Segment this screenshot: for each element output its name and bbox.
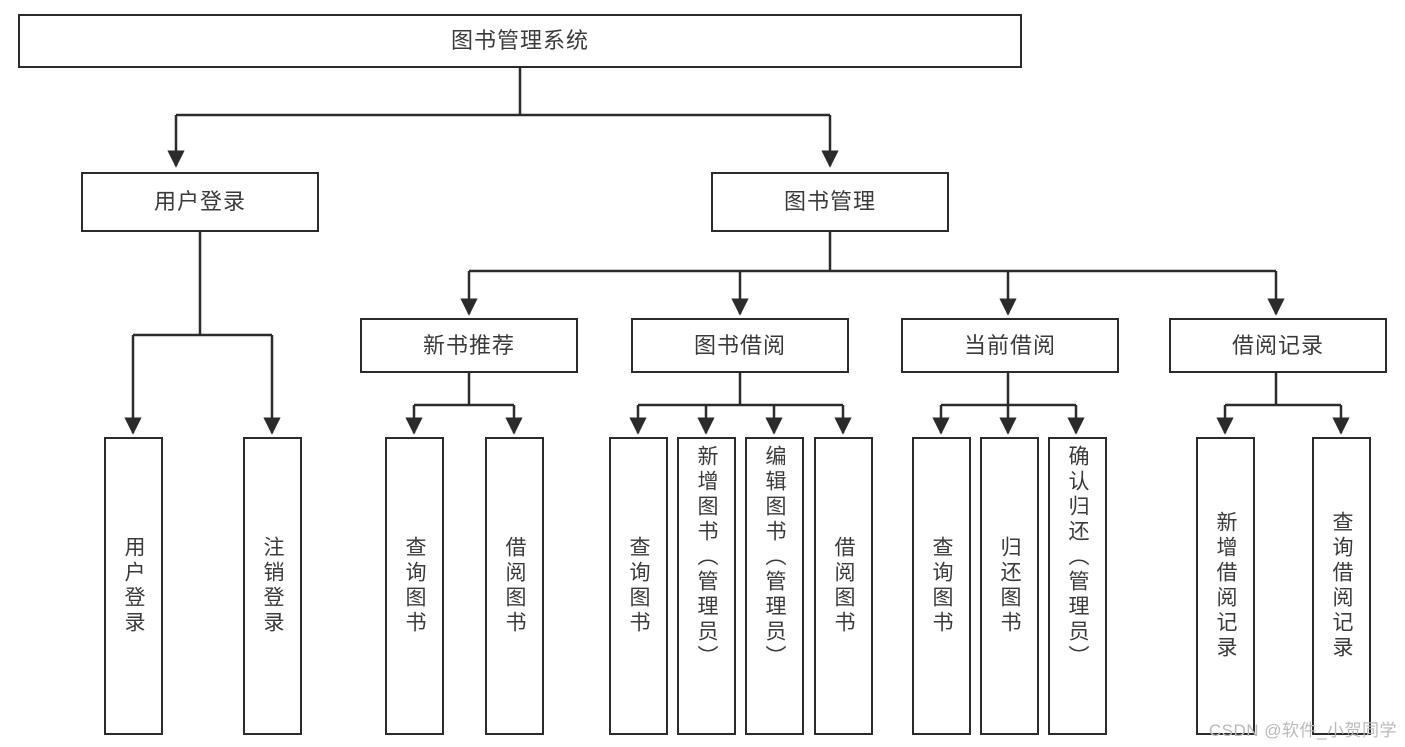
leaf-label: 编辑图书（管理员） — [763, 445, 786, 670]
leaf-user-login-logout[interactable]: 注销登录 — [243, 437, 302, 735]
node-root[interactable]: 图书管理系统 — [18, 14, 1022, 68]
node-new-book-recommend[interactable]: 新书推荐 — [360, 318, 578, 373]
leaf-label: 注销登录 — [261, 536, 284, 636]
leaf-record-add-record[interactable]: 新增借阅记录 — [1196, 437, 1255, 735]
leaf-label: 归还图书 — [998, 536, 1021, 636]
leaf-current-confirm-return-admin[interactable]: 确认归还（管理员） — [1048, 437, 1107, 735]
node-book-management-label: 图书管理 — [783, 189, 876, 215]
node-borrow-record-label: 借阅记录 — [1231, 332, 1324, 358]
leaf-label: 查询图书 — [627, 536, 650, 636]
leaf-label: 借阅图书 — [503, 536, 526, 636]
leaf-record-query-record[interactable]: 查询借阅记录 — [1312, 437, 1371, 735]
node-current-borrow[interactable]: 当前借阅 — [901, 318, 1119, 373]
leaf-label: 查询图书 — [403, 536, 426, 636]
leaf-user-login-login[interactable]: 用户登录 — [104, 437, 163, 735]
leaf-borrow-query-book[interactable]: 查询图书 — [609, 437, 668, 735]
node-book-borrow[interactable]: 图书借阅 — [631, 318, 849, 373]
leaf-label: 借阅图书 — [832, 536, 855, 636]
leaf-borrow-edit-book-admin[interactable]: 编辑图书（管理员） — [745, 437, 804, 735]
node-book-management[interactable]: 图书管理 — [711, 172, 949, 232]
leaf-current-return-book[interactable]: 归还图书 — [980, 437, 1039, 735]
leaf-label: 查询图书 — [930, 536, 953, 636]
leaf-label: 确认归还（管理员） — [1066, 445, 1089, 670]
node-borrow-record[interactable]: 借阅记录 — [1169, 318, 1387, 373]
node-book-borrow-label: 图书借阅 — [693, 332, 786, 358]
node-new-book-recommend-label: 新书推荐 — [422, 332, 515, 358]
leaf-label: 查询借阅记录 — [1330, 511, 1353, 661]
leaf-borrow-borrow-book[interactable]: 借阅图书 — [814, 437, 873, 735]
node-current-borrow-label: 当前借阅 — [963, 332, 1056, 358]
csdn-watermark: CSDN @软件_小贺同学 — [1208, 721, 1397, 740]
leaf-new-book-query[interactable]: 查询图书 — [385, 437, 444, 735]
leaf-label: 新增借阅记录 — [1214, 511, 1237, 661]
leaf-current-query-book[interactable]: 查询图书 — [912, 437, 971, 735]
leaf-borrow-add-book-admin[interactable]: 新增图书（管理员） — [677, 437, 736, 735]
node-user-login-label: 用户登录 — [153, 189, 246, 215]
leaf-label: 用户登录 — [122, 536, 145, 636]
leaf-label: 新增图书（管理员） — [695, 445, 718, 670]
node-user-login[interactable]: 用户登录 — [81, 172, 319, 232]
leaf-new-book-borrow[interactable]: 借阅图书 — [485, 437, 544, 735]
node-root-label: 图书管理系统 — [450, 28, 589, 54]
